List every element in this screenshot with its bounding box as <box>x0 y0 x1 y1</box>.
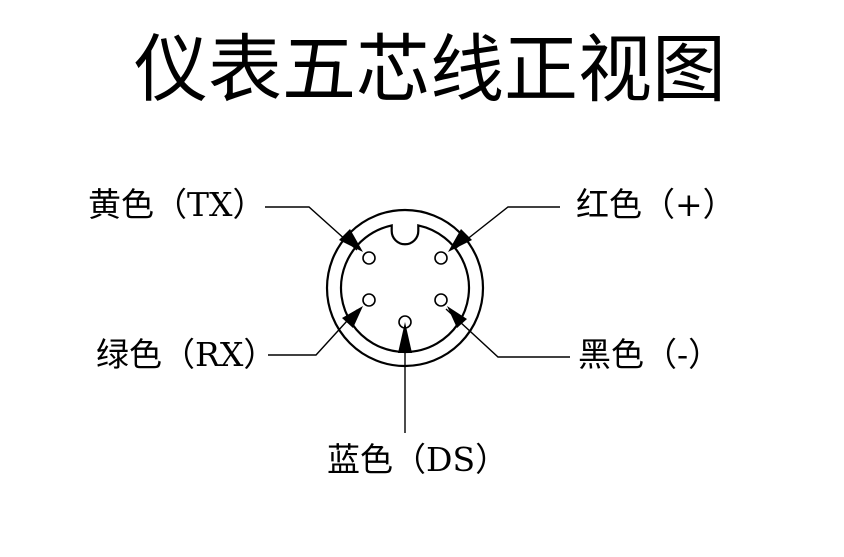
leader-line-yellow <box>265 206 358 251</box>
label-black-minus: 黑色（-） <box>578 335 721 374</box>
arrow-black <box>447 306 467 328</box>
pin-green-rx <box>362 293 376 307</box>
pin-red-plus <box>434 251 448 265</box>
arrow-blue <box>398 322 412 353</box>
label-red-plus: 红色（+） <box>576 185 736 224</box>
label-green-rx: 绿色（RX） <box>96 335 276 374</box>
leader-line-green <box>268 309 358 356</box>
pin-yellow-tx <box>362 251 376 265</box>
label-yellow-tx: 黄色（TX） <box>88 185 266 224</box>
arrow-green <box>342 306 363 328</box>
leader-line-black <box>445 308 570 358</box>
diagram-title: 仪表五芯线正视图 <box>134 27 726 113</box>
leader-lines <box>265 206 570 433</box>
arrow-yellow <box>339 229 363 252</box>
connector-inner-ring-with-key-notch <box>339 224 471 354</box>
label-blue-ds: 蓝色（DS） <box>327 440 508 479</box>
pin-black-minus <box>434 293 448 307</box>
arrow-red <box>448 229 472 252</box>
arrowheads <box>339 229 472 353</box>
leader-line-red <box>455 206 560 249</box>
